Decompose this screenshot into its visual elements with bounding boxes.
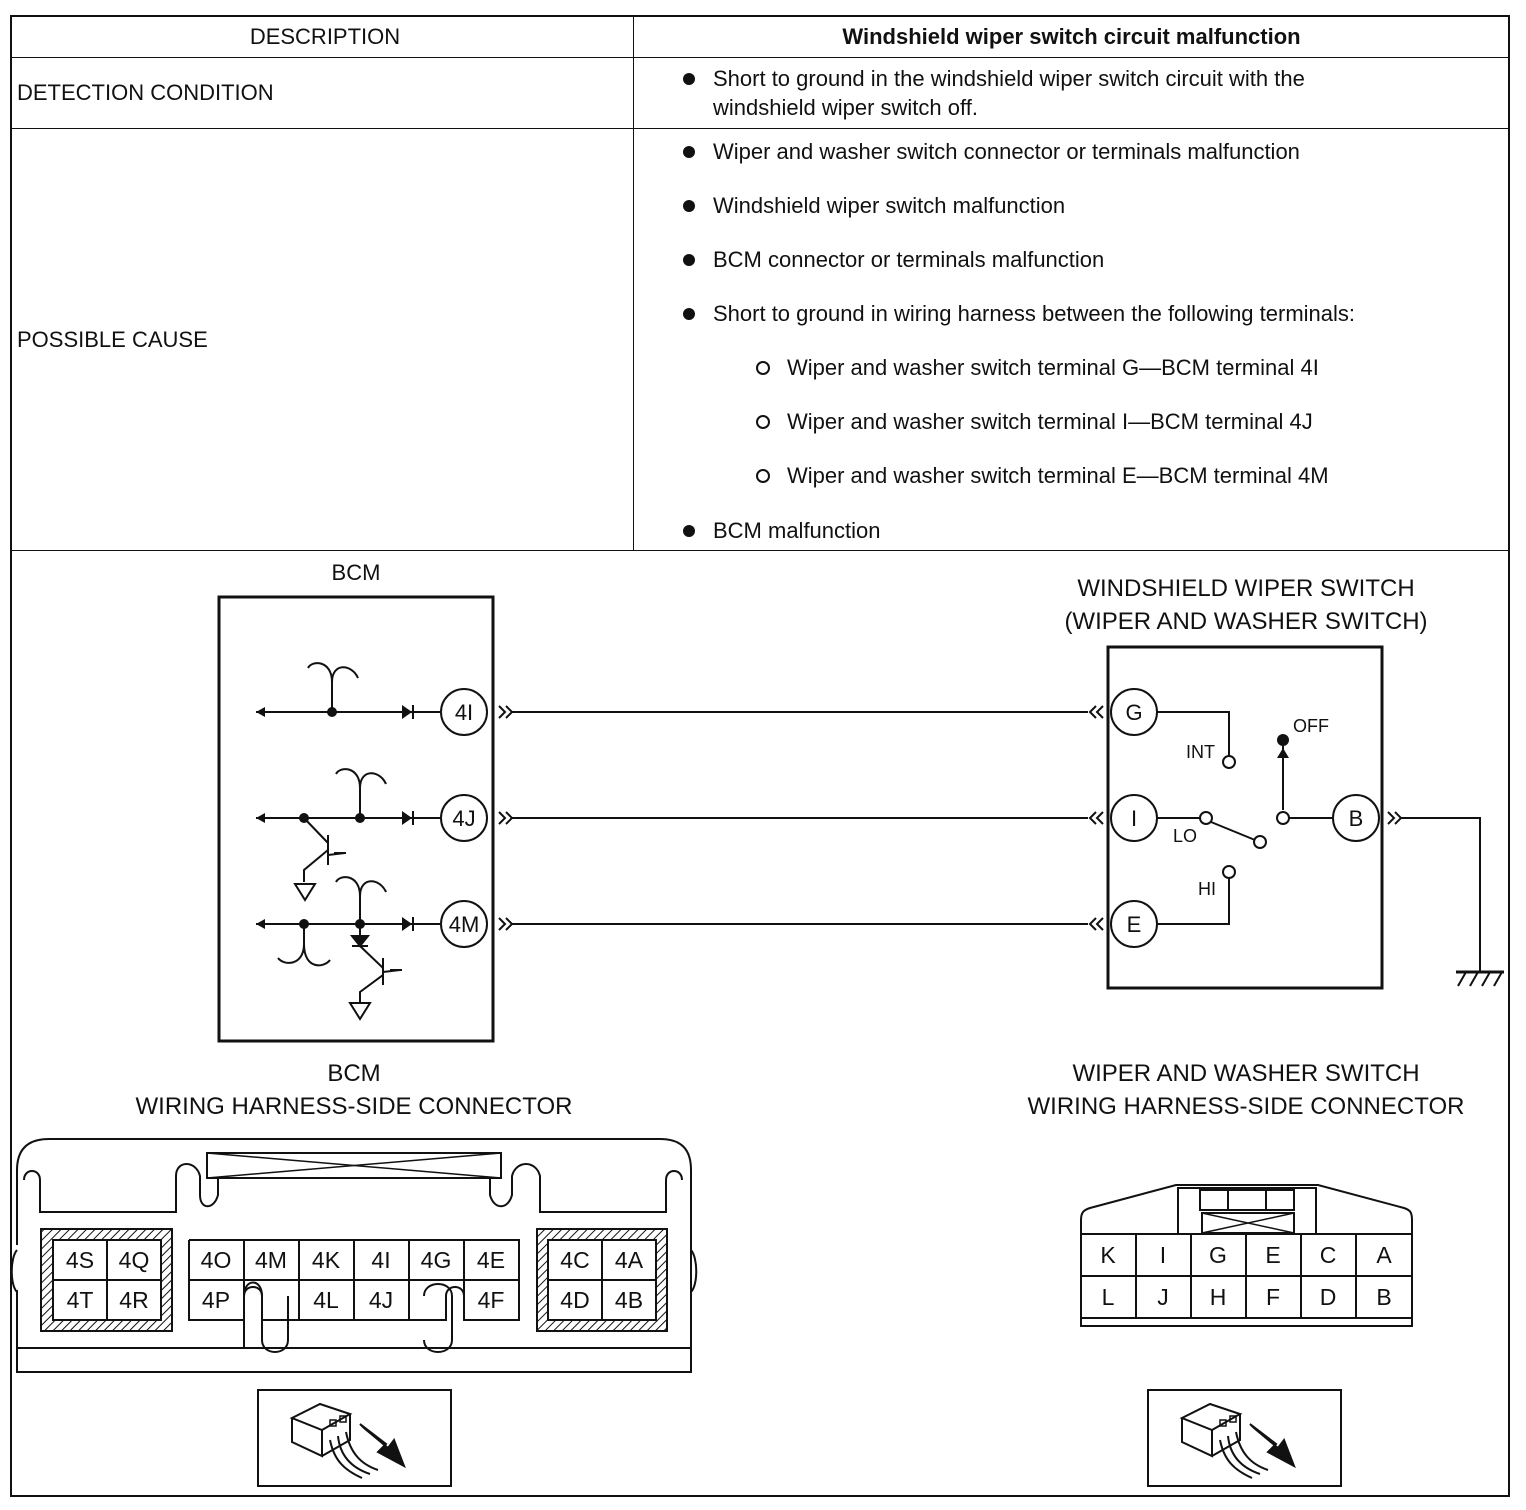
pin-label: A xyxy=(1376,1242,1392,1268)
info-table: DESCRIPTION Windshield wiper switch circ… xyxy=(10,15,1510,551)
switch-internal-circuit xyxy=(1157,711,1504,987)
bcm-connector-right-block xyxy=(536,1228,668,1332)
malfunction-title: Windshield wiper switch circuit malfunct… xyxy=(633,15,1510,58)
switch-title-line2: (WIPER AND WASHER SWITCH) xyxy=(1064,608,1427,635)
position-lo: LO xyxy=(1173,826,1197,846)
cause-subitem: Wiper and washer switch terminal I—BCM t… xyxy=(634,407,1509,436)
pin-label: 4S xyxy=(66,1247,94,1273)
bcm-harness-side-icon xyxy=(257,1389,452,1487)
position-hi: HI xyxy=(1198,879,1216,899)
header-row: DESCRIPTION Windshield wiper switch circ… xyxy=(10,15,1510,58)
bcm-internal-circuits xyxy=(256,662,440,1021)
pin-label: F xyxy=(1266,1284,1280,1310)
pin-label: 4A xyxy=(615,1247,644,1273)
cause-item: BCM connector or terminals malfunction xyxy=(634,245,1509,274)
pin-label: 4G xyxy=(421,1247,452,1273)
pin-label: D xyxy=(1320,1284,1337,1310)
bcm-terminal-4j: 4J xyxy=(452,806,475,831)
position-int: INT xyxy=(1186,742,1215,762)
pin-label: 4L xyxy=(313,1287,339,1313)
bcm-connector-middle-block xyxy=(188,1239,520,1353)
cause-cell: Wiper and washer switch connector or ter… xyxy=(633,128,1510,551)
switch-terminal-i: I xyxy=(1131,806,1137,831)
detection-item: Short to ground in the windshield wiper … xyxy=(634,64,1389,122)
switch-title-line1: WINDSHIELD WIPER SWITCH xyxy=(1077,575,1414,602)
bcm-terminal-4m: 4M xyxy=(449,912,480,937)
bcm-box xyxy=(217,595,495,1043)
pin-label: 4E xyxy=(477,1247,505,1273)
pin-label: 4J xyxy=(369,1287,393,1313)
detection-cell: Short to ground in the windshield wiper … xyxy=(633,57,1510,129)
pin-label: B xyxy=(1376,1284,1391,1310)
detection-label: DETECTION CONDITION xyxy=(10,57,634,129)
bcm-connector-outline xyxy=(10,1138,698,1373)
pin-label: 4Q xyxy=(119,1247,150,1273)
switch-box xyxy=(1106,645,1384,990)
pin-label: J xyxy=(1157,1284,1169,1310)
bcm-terminal-4i: 4I xyxy=(455,700,473,725)
bcm-connector-title-line1: BCM xyxy=(327,1060,380,1087)
position-off: OFF xyxy=(1293,716,1329,736)
bcm-connector-title-line2: WIRING HARNESS-SIDE CONNECTOR xyxy=(136,1093,573,1120)
pin-label: 4O xyxy=(201,1247,232,1273)
pin-label: G xyxy=(1209,1242,1227,1268)
detection-row: DETECTION CONDITION Short to ground in t… xyxy=(10,57,1510,129)
pin-label: H xyxy=(1210,1284,1227,1310)
switch-connector-title-line2: WIRING HARNESS-SIDE CONNECTOR xyxy=(1028,1093,1465,1120)
pin-label: 4R xyxy=(119,1287,148,1313)
switch-connector-pins: K I G E C A L J H F D B xyxy=(1100,1242,1392,1310)
switch-connector-outline xyxy=(1080,1184,1413,1327)
pin-label: 4M xyxy=(255,1247,287,1273)
pin-label: 4I xyxy=(371,1247,390,1273)
switch-terminal-b: B xyxy=(1349,806,1364,831)
pin-label: 4B xyxy=(615,1287,643,1313)
pin-label: 4C xyxy=(560,1247,589,1273)
bcm-connector-pins: 4S 4Q 4T 4R 4O 4M 4K 4I 4G 4E 4P 4L 4J 4… xyxy=(66,1247,644,1313)
pin-label: 4D xyxy=(560,1287,589,1313)
switch-terminal-e: E xyxy=(1127,912,1142,937)
cause-subitem: Wiper and washer switch terminal E—BCM t… xyxy=(634,461,1509,490)
pin-label: L xyxy=(1102,1284,1115,1310)
pin-label: 4K xyxy=(312,1247,341,1273)
switch-connector-title-line1: WIPER AND WASHER SWITCH xyxy=(1072,1060,1419,1087)
pin-label: I xyxy=(1160,1242,1166,1268)
pin-label: 4P xyxy=(202,1287,230,1313)
switch-terminal-g: G xyxy=(1125,700,1142,725)
switch-harness-side-icon xyxy=(1147,1389,1342,1487)
pin-label: E xyxy=(1265,1242,1280,1268)
cause-row: POSSIBLE CAUSE Wiper and washer switch c… xyxy=(10,128,1510,551)
pin-label: K xyxy=(1100,1242,1116,1268)
pin-label: C xyxy=(1320,1242,1337,1268)
bcm-terminals xyxy=(440,688,488,948)
switch-terminals xyxy=(1110,688,1380,948)
cause-item: BCM malfunction xyxy=(634,516,1509,545)
harness-wires xyxy=(498,705,1104,931)
bcm-label: BCM xyxy=(332,560,381,585)
cause-item: Wiper and washer switch connector or ter… xyxy=(634,137,1509,166)
pin-label: 4F xyxy=(478,1287,505,1313)
bcm-connector-left-block xyxy=(40,1228,173,1332)
cause-label: POSSIBLE CAUSE xyxy=(10,128,634,551)
cause-item: Windshield wiper switch malfunction xyxy=(634,191,1509,220)
cause-subitem: Wiper and washer switch terminal G—BCM t… xyxy=(634,353,1509,382)
cause-item: Short to ground in wiring harness betwee… xyxy=(634,299,1509,328)
pin-label: 4T xyxy=(67,1287,94,1313)
